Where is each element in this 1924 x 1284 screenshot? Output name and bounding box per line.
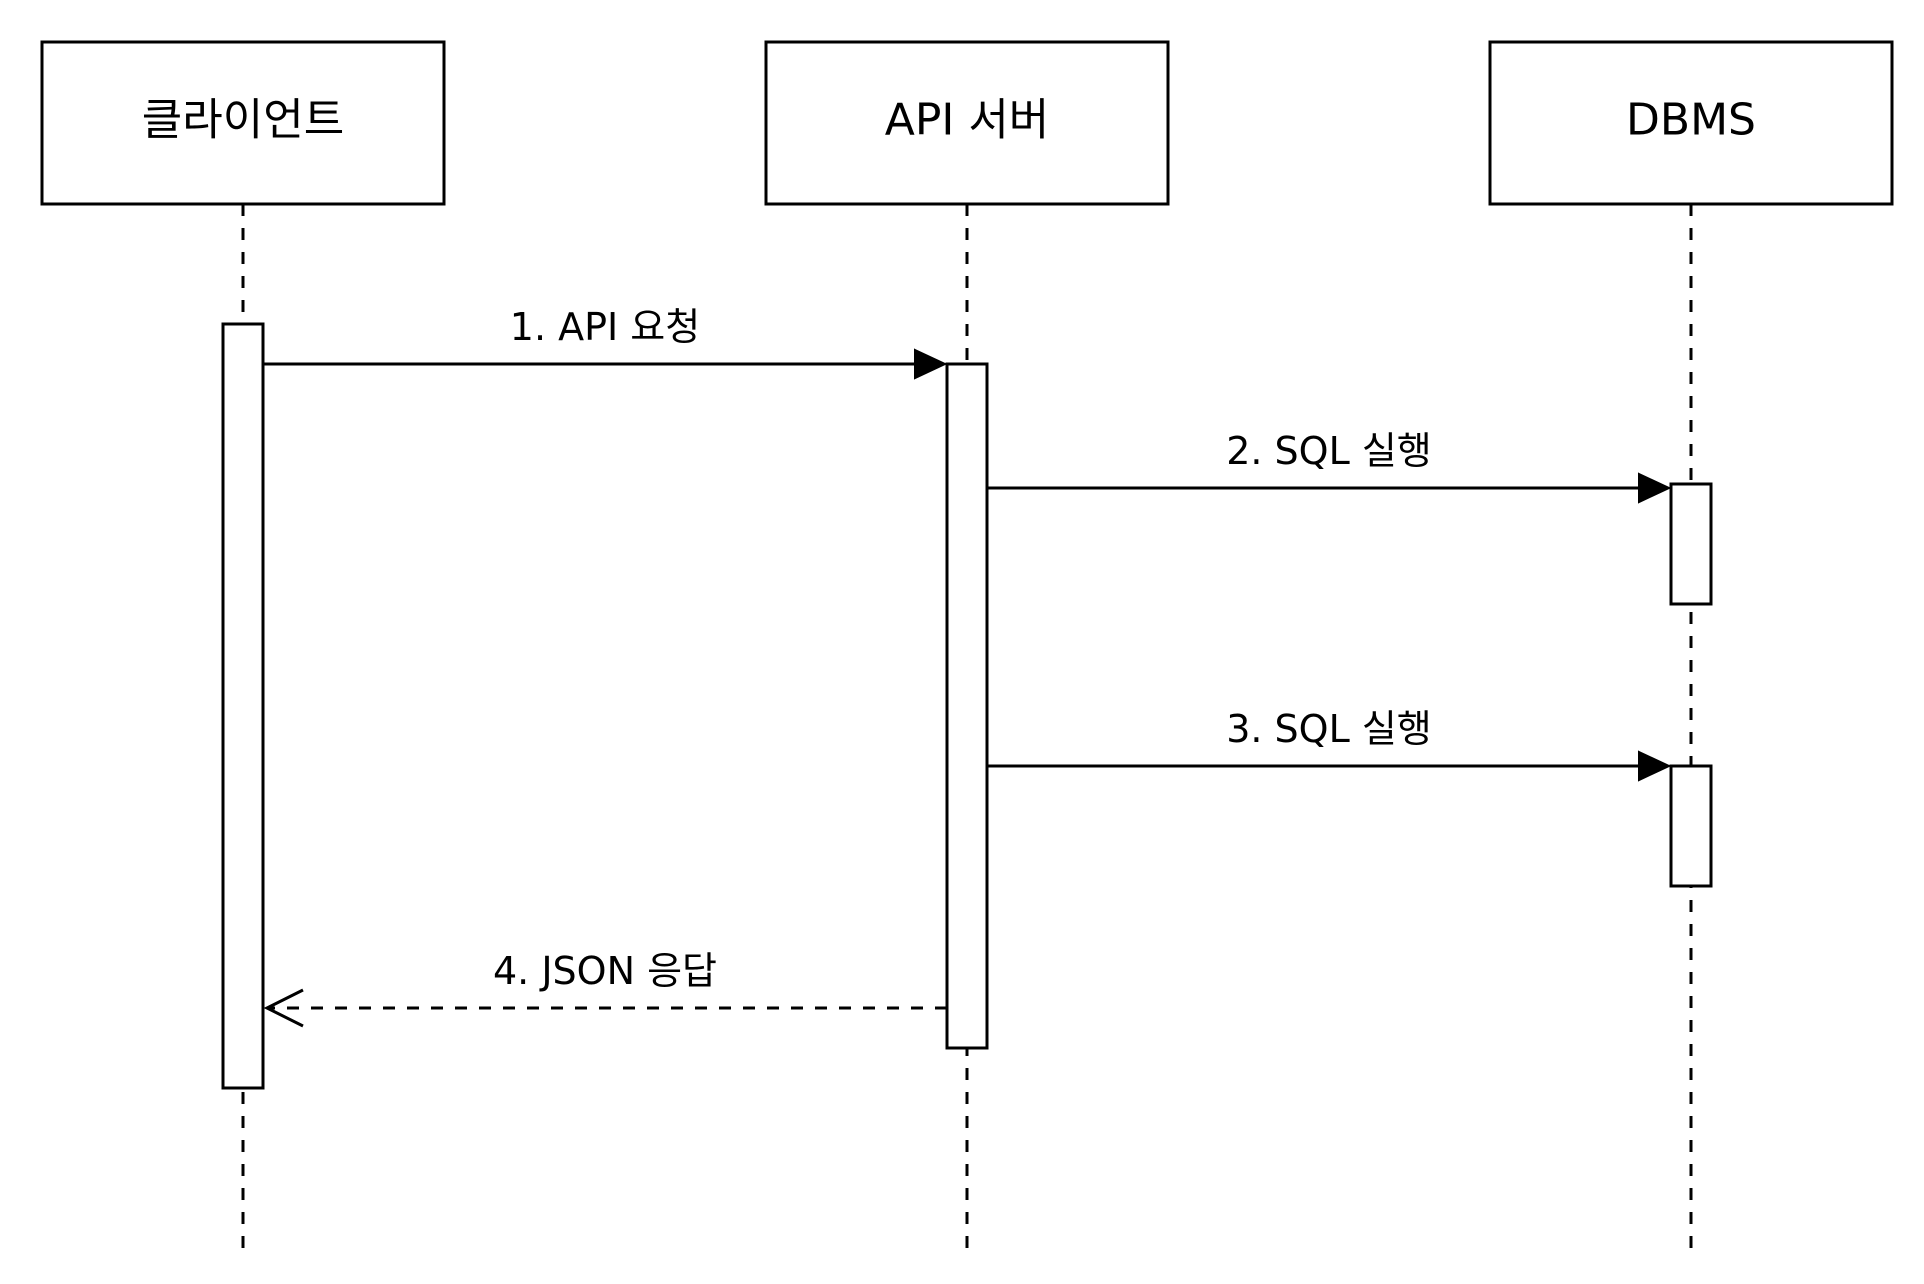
participant-label: API 서버 (885, 95, 1050, 146)
activation-dbms-1 (1669, 482, 1713, 606)
arrowhead-open (263, 988, 304, 1028)
message-label: 3. SQL 실행 (1226, 707, 1432, 751)
participant-label: DBMS (1626, 95, 1756, 146)
message-sql-execute-1: 2. SQL 실행 (987, 429, 1672, 504)
activation-client (221, 322, 265, 1090)
participant-dbms: DBMS (1488, 40, 1894, 206)
participant-client: 클라이언트 (40, 40, 446, 206)
activation-dbms-2 (1669, 764, 1713, 888)
arrowhead-filled (914, 348, 948, 380)
message-sql-execute-2: 3. SQL 실행 (987, 707, 1672, 782)
message-label: 1. API 요청 (510, 305, 700, 349)
participant-api: API 서버 (764, 40, 1170, 206)
message-json-response: 4. JSON 응답 (263, 949, 947, 1028)
arrowhead-filled (1638, 750, 1672, 782)
message-api-request: 1. API 요청 (263, 305, 948, 380)
activation-api (945, 362, 989, 1050)
message-label: 2. SQL 실행 (1226, 429, 1432, 473)
arrowhead-filled (1638, 472, 1672, 504)
message-label: 4. JSON 응답 (493, 949, 717, 993)
participant-label: 클라이언트 (142, 95, 344, 146)
